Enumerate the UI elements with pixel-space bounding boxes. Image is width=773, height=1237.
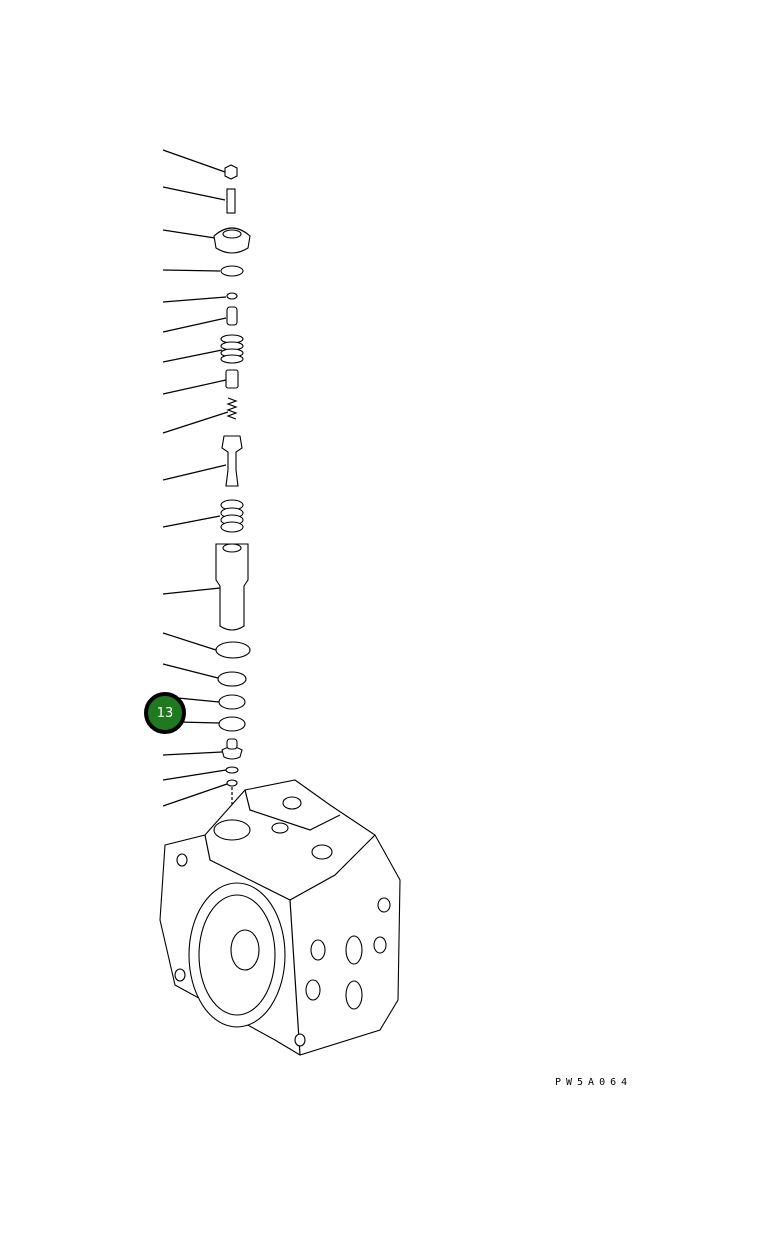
part-seat[interactable]	[225, 369, 239, 389]
part-small-spring[interactable]	[226, 397, 238, 420]
leader-line	[162, 663, 219, 679]
part-o-ring[interactable]	[220, 265, 244, 277]
leader-line	[162, 411, 229, 434]
leader-line	[177, 697, 220, 703]
leader-lines	[162, 149, 229, 807]
part-poppet[interactable]	[221, 435, 243, 487]
pump-body	[159, 779, 401, 1056]
part-o-ring[interactable]	[218, 716, 246, 732]
leader-line	[162, 296, 227, 303]
part-o-ring[interactable]	[218, 694, 246, 710]
drawing-code: PW5A064	[555, 1077, 633, 1088]
valve-parts	[213, 164, 251, 870]
part-washer[interactable]	[225, 766, 239, 774]
part-o-ring[interactable]	[217, 671, 247, 687]
part-spring[interactable]	[220, 334, 244, 364]
leader-line	[162, 632, 217, 651]
part-spring-2[interactable]	[220, 499, 244, 533]
part-sleeve[interactable]	[215, 543, 249, 631]
leader-line	[162, 186, 226, 201]
leader-line	[162, 515, 221, 528]
leader-line	[162, 379, 227, 395]
leader-line	[162, 149, 226, 173]
leader-line	[162, 229, 216, 239]
leader-line	[162, 751, 223, 756]
part-ball[interactable]	[226, 292, 238, 300]
leader-line	[162, 317, 227, 333]
part-stud[interactable]	[226, 188, 236, 214]
callout-badge-13[interactable]: 13	[144, 692, 186, 734]
part-pin[interactable]	[226, 306, 238, 326]
leader-line	[162, 269, 221, 272]
leader-line	[162, 587, 221, 595]
part-nut[interactable]	[224, 164, 238, 180]
callout-number: 13	[156, 705, 174, 721]
leader-line	[162, 783, 228, 807]
leader-line	[177, 721, 220, 724]
leader-line	[162, 349, 223, 363]
leader-line	[162, 464, 227, 481]
part-o-ring[interactable]	[215, 641, 251, 659]
leader-line	[162, 769, 227, 781]
part-small-o-ring[interactable]	[226, 779, 238, 787]
